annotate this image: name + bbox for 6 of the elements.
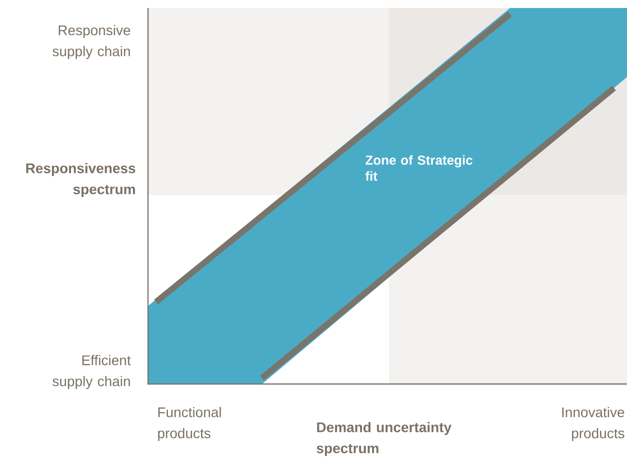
axis-label: Innovative products — [562, 406, 624, 442]
axis-label: Efficient supply chain — [52, 354, 131, 390]
axis-label: Functional products — [158, 406, 221, 442]
strategic-fit-band: Zone of Strategic fit — [148, 8, 627, 384]
axis-label: Responsive supply chain — [52, 24, 130, 60]
axis-title: Demand uncertainty spectrum — [316, 422, 452, 456]
